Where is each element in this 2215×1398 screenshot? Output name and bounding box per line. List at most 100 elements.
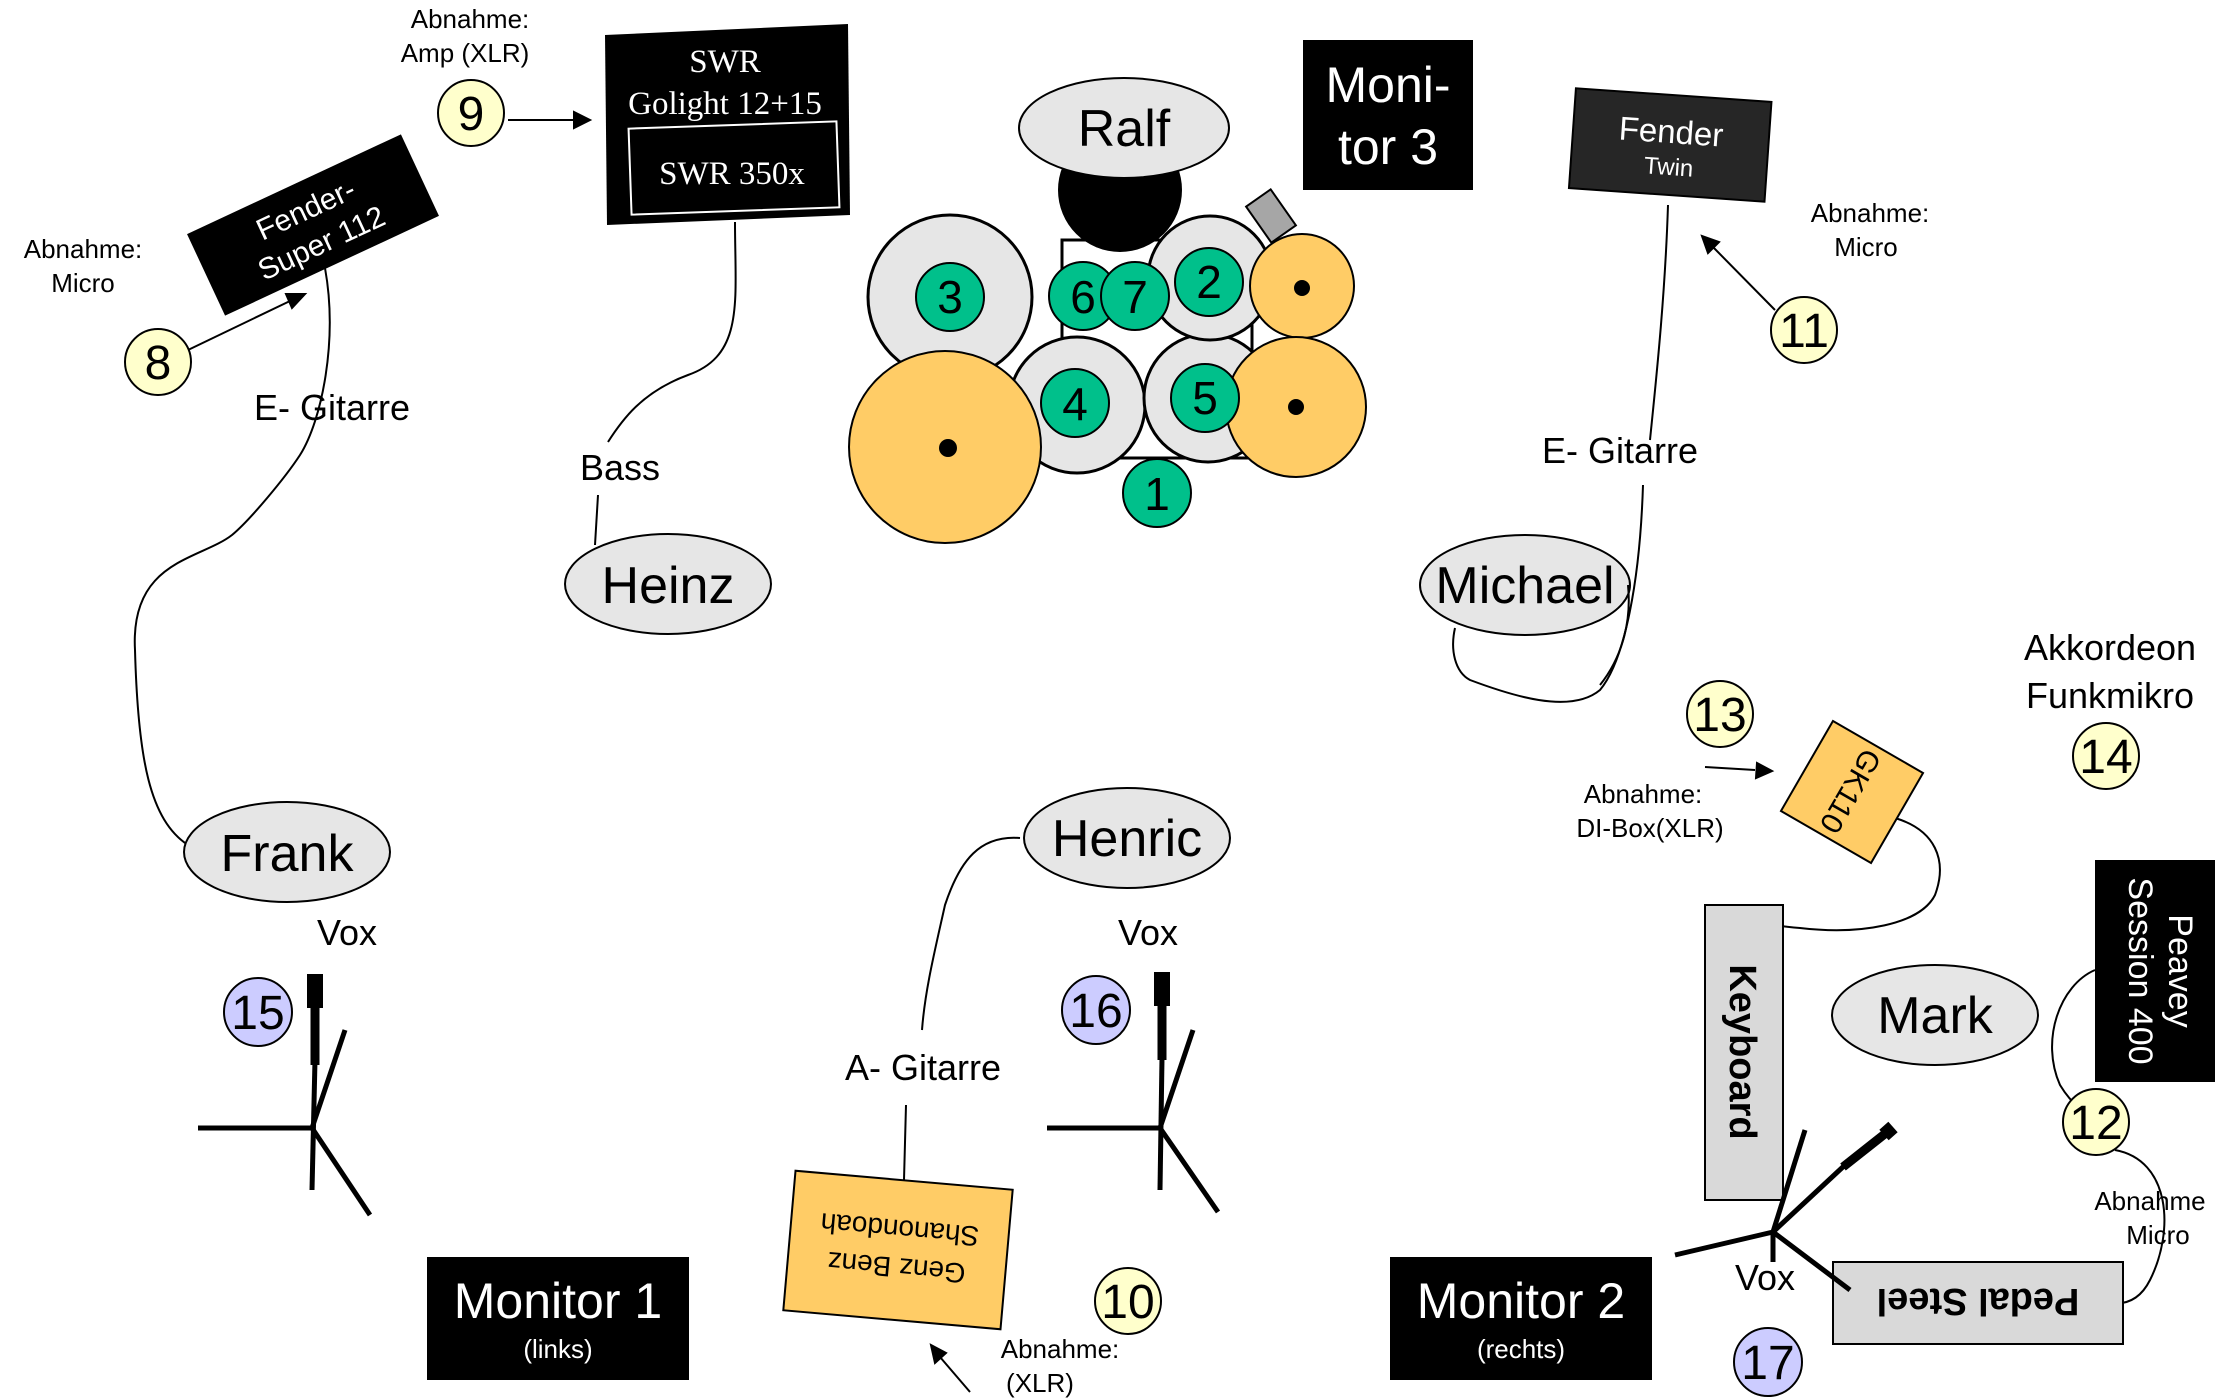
pickup-13-line2: DI-Box(XLR) [1576,813,1723,843]
michael-name: Michael [1435,557,1614,615]
peavey-line2: Session 400 [2121,877,2159,1064]
instrument-labels: E- Gitarre E- Gitarre Bass A- Gitarre Ak… [254,387,2196,1298]
channel-9-badge [437,79,505,147]
monitor-2-box [1390,1257,1652,1380]
michael-shape [1419,534,1631,636]
fender-super-box [187,134,439,316]
drum-channel-5: 5 [1192,372,1218,424]
swr-amp: SWR Golight 12+15 SWR 350x [605,24,850,225]
henric-shape [1023,787,1231,889]
monitor-1-title: Monitor 1 [454,1273,662,1329]
heinz-name: Heinz [602,557,735,615]
pickup-11-line1: Abnahme: [1811,198,1930,228]
egitarre-left-label: E- Gitarre [254,387,410,428]
channel-13-badge [1686,680,1754,748]
channel-13: 13 [1693,689,1746,742]
drum-channel-badges: 3 6 7 2 4 5 1 [915,247,1244,528]
cable-henric-acoustic [903,836,1021,1181]
swr-inner-frame [627,120,841,216]
cymbal-hihat-center [1294,280,1310,296]
frank-name: Frank [221,825,355,883]
drum-channel-badge-7 [1100,261,1170,331]
vox-15-label: Vox [317,912,377,953]
channel-11-badge [1770,296,1838,364]
drum-channel-7: 7 [1122,271,1148,323]
pedal-steel-instrument: Pedal Steel [1832,1261,2124,1345]
pickup-9-line2: Amp (XLR) [401,38,530,68]
egitarre-right-label: E- Gitarre [1542,430,1698,471]
cymbal-ride-center [1288,399,1304,415]
peavey-box [2095,860,2215,1082]
channel-8: 8 [145,337,172,390]
cable-frank-guitar [133,267,331,846]
mic-stand-16 [1047,972,1221,1214]
drum-channel-badge-2 [1174,247,1244,317]
drum-channel-badge-3 [915,262,985,332]
drum-channel-3: 3 [937,271,963,323]
cable-heinz-bass [594,221,737,546]
swr-line2: Golight 12+15 [628,86,822,122]
keyboard-label: Keyboard [1721,964,1763,1139]
pickup-labels: Abnahme: Micro Abnahme: Amp (XLR) Abnahm… [24,4,2206,1398]
drum-channel-4: 4 [1062,378,1088,430]
mic-stand-15 [198,974,373,1217]
channel-10-badge [1094,1267,1162,1335]
pickup-11-line2: Micro [1834,232,1898,262]
heinz-shape [564,533,772,635]
channel-16: 16 [1069,985,1122,1038]
pickup-10-line1: Abnahme: [1001,1334,1120,1364]
monitor-2-sub: (rechts) [1477,1334,1565,1364]
gk-amp: GK110 [1779,719,1925,865]
channel-12-badge [2062,1088,2130,1156]
agitarre-label: A- Gitarre [845,1047,1001,1088]
cables [133,204,2215,1305]
mic-15-head [307,974,323,1008]
henric-name: Henric [1052,810,1202,868]
mic-stand-17 [1674,1121,1898,1292]
channel-badges: 8 9 11 13 14 12 10 15 16 17 [124,79,2140,1397]
frank-shape [183,801,391,903]
cable-michael-loop [1599,584,1630,686]
monitor-1-sub: (links) [523,1334,592,1364]
monitor-2-title: Monitor 2 [1417,1273,1625,1329]
vox-16-label: Vox [1118,912,1178,953]
vox-17-label: Vox [1735,1257,1795,1298]
fender-twin-line2: Twin [1643,152,1694,182]
channel-8-badge [124,328,192,396]
keyboard-instrument: Keyboard [1704,904,1784,1201]
monitor-3-box [1303,40,1473,190]
channel-17: 17 [1741,1337,1794,1390]
monitor-1: Monitor 1 (links) [427,1257,689,1380]
keyboard-box [1704,904,1784,1201]
acoustic-box [782,1169,1014,1331]
fender-twin-line1: Fender [1618,109,1725,153]
channel-15: 15 [231,987,284,1040]
channel-9: 9 [458,88,485,141]
drum-channel-6: 6 [1070,271,1096,323]
drum-channel-badge-5 [1170,363,1240,433]
channel-16-badge [1061,975,1131,1045]
pickup-8-line2: Micro [51,268,115,298]
mic-16-head [1154,972,1170,1006]
drum-channel-badge-4 [1040,368,1110,438]
swr-inner: SWR 350x [659,156,805,192]
fender-super-amp: Fender- Super 112 [187,134,439,316]
pedal-steel-box [1832,1261,2124,1345]
drum-channel-2: 2 [1196,256,1222,308]
cymbal-crash-center [939,439,957,457]
pickup-10-line2: (XLR) [1006,1368,1074,1398]
peavey-line1: Peavey [2161,914,2199,1027]
cable-michael-guitar [1452,204,1669,703]
pickup-9-line1: Abnahme: [411,4,530,34]
musicians: Ralf Heinz Michael Frank Henric Mark [183,77,2039,1066]
pedal-steel-label: Pedal Steel [1877,1280,2080,1322]
mark-name: Mark [1877,987,1994,1045]
monitor-3: Moni- tor 3 [1303,40,1473,190]
channel-11: 11 [1779,305,1829,358]
pickup-12-line2: Micro [2126,1220,2190,1250]
hihat-pedal [1244,187,1298,245]
channel-14-badge [2072,722,2140,790]
ralf-shape [1018,77,1230,179]
channel-17-badge [1733,1327,1803,1397]
